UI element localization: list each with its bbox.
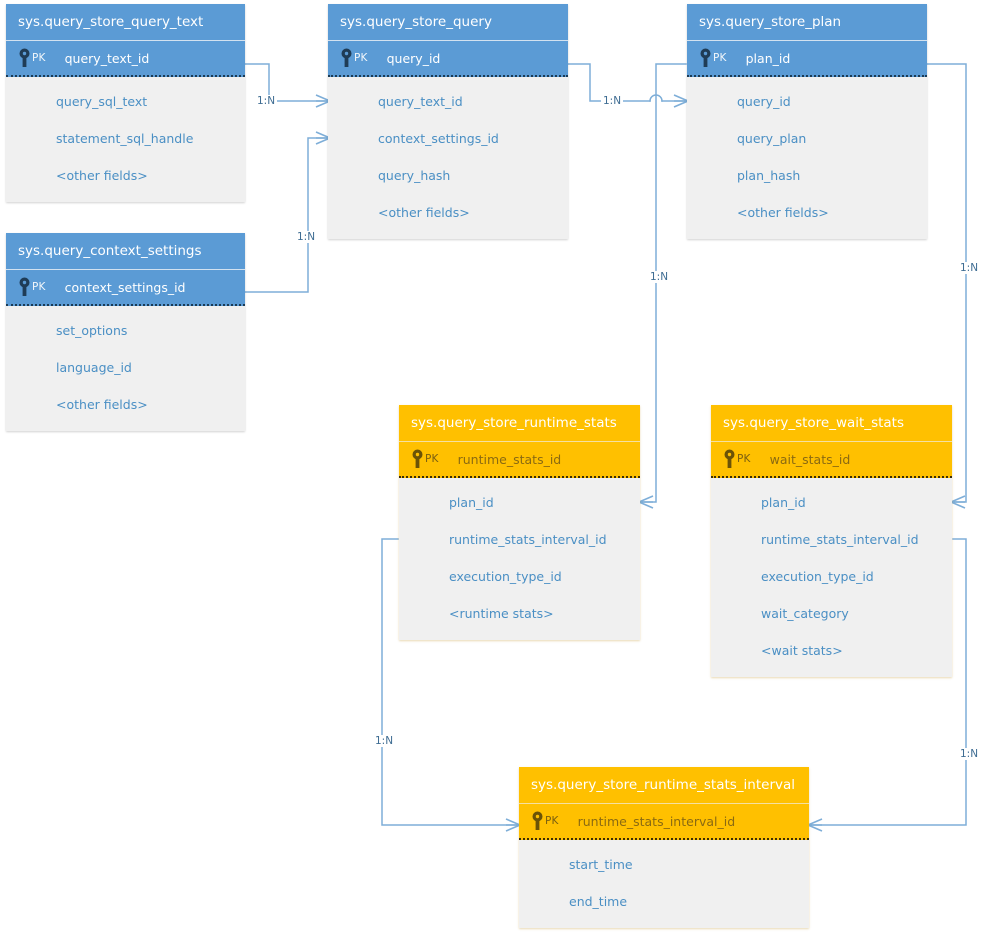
entity-title: sys.query_store_query_text (6, 4, 245, 41)
key-icon (338, 48, 354, 68)
connector-context-settings-to-query (244, 137, 329, 293)
entity-field[interactable]: plan_hash (737, 168, 801, 183)
entity-field[interactable]: statement_sql_handle (56, 131, 194, 146)
entity-field[interactable]: runtime_stats_interval_id (449, 532, 607, 547)
entity-primary-key-row[interactable]: PK plan_id (687, 41, 927, 77)
key-icon (529, 811, 545, 831)
entity-field-list: query_id query_plan plan_hash <other fie… (687, 77, 927, 239)
crowsfoot-interval-left (505, 818, 521, 832)
entity-field[interactable]: <other fields> (737, 205, 829, 220)
crowsfoot-query-id (673, 94, 689, 108)
entity-query-store-plan[interactable]: sys.query_store_plan PK plan_id query_id… (687, 4, 927, 239)
pk-field-name: runtime_stats_id (457, 451, 562, 467)
pk-field-name: plan_id (745, 50, 791, 66)
entity-field[interactable]: plan_id (449, 495, 494, 510)
key-icon (721, 449, 737, 469)
entity-field[interactable]: start_time (569, 857, 633, 872)
entity-field[interactable]: <wait stats> (761, 643, 843, 658)
entity-query-store-query[interactable]: sys.query_store_query PK query_id query_… (328, 4, 568, 239)
entity-field-list: plan_id runtime_stats_interval_id execut… (399, 478, 640, 640)
entity-field[interactable]: <runtime stats> (449, 606, 554, 621)
entity-field[interactable]: execution_type_id (449, 569, 562, 584)
entity-field-list: query_sql_text statement_sql_handle <oth… (6, 77, 245, 202)
entity-title: sys.query_store_wait_stats (711, 405, 952, 442)
entity-field[interactable]: context_settings_id (378, 131, 499, 146)
cardinality-label-rel3: 1:N (601, 95, 624, 107)
entity-primary-key-row[interactable]: PK query_id (328, 41, 568, 77)
entity-field[interactable]: <other fields> (56, 397, 148, 412)
entity-title: sys.query_store_runtime_stats (399, 405, 640, 442)
crowsfoot-interval-right (807, 818, 823, 832)
pk-field-name: query_id (386, 50, 441, 66)
entity-primary-key-row[interactable]: PK query_text_id (6, 41, 245, 77)
entity-field[interactable]: query_hash (378, 168, 451, 183)
entity-field[interactable]: language_id (56, 360, 132, 375)
pk-tag: PK (425, 453, 439, 465)
entity-primary-key-row[interactable]: PK wait_stats_id (711, 442, 952, 478)
cardinality-label-rel4: 1:N (648, 271, 671, 283)
entity-query-store-wait-stats[interactable]: sys.query_store_wait_stats PK wait_stats… (711, 405, 952, 677)
pk-field-name: runtime_stats_interval_id (577, 813, 736, 829)
pk-tag: PK (713, 52, 727, 64)
entity-field-list: query_text_id context_settings_id query_… (328, 77, 568, 239)
entity-field[interactable]: wait_category (761, 606, 849, 621)
entity-field-list: plan_id runtime_stats_interval_id execut… (711, 478, 952, 677)
cardinality-label-rel1: 1:N (255, 95, 278, 107)
entity-query-context-settings[interactable]: sys.query_context_settings PK context_se… (6, 233, 245, 431)
entity-field[interactable]: execution_type_id (761, 569, 874, 584)
entity-title: sys.query_context_settings (6, 233, 245, 270)
pk-tag: PK (32, 281, 46, 293)
key-icon (409, 449, 425, 469)
entity-field-list: set_options language_id <other fields> (6, 306, 245, 431)
connector-line-hop (649, 94, 663, 102)
entity-field[interactable]: query_plan (737, 131, 807, 146)
entity-primary-key-row[interactable]: PK context_settings_id (6, 270, 245, 306)
cardinality-label-rel6: 1:N (373, 735, 396, 747)
entity-query-store-runtime-stats-interval[interactable]: sys.query_store_runtime_stats_interval P… (519, 767, 809, 928)
entity-title: sys.query_store_plan (687, 4, 927, 41)
entity-query-store-runtime-stats[interactable]: sys.query_store_runtime_stats PK runtime… (399, 405, 640, 640)
cardinality-label-rel7: 1:N (958, 748, 981, 760)
entity-field[interactable]: plan_id (761, 495, 806, 510)
pk-tag: PK (32, 52, 46, 64)
pk-tag: PK (737, 453, 751, 465)
entity-field[interactable]: end_time (569, 894, 628, 909)
entity-field[interactable]: query_text_id (378, 94, 463, 109)
crowsfoot-wait-plan-id (950, 495, 966, 509)
key-icon (16, 48, 32, 68)
entity-field[interactable]: query_sql_text (56, 94, 148, 109)
pk-tag: PK (354, 52, 368, 64)
pk-field-name: wait_stats_id (769, 451, 851, 467)
entity-field-list: start_time end_time (519, 840, 809, 928)
pk-tag: PK (545, 815, 559, 827)
entity-field[interactable]: runtime_stats_interval_id (761, 532, 919, 547)
key-icon (697, 48, 713, 68)
connector-plan-to-runtime-stats (640, 63, 687, 503)
entity-title: sys.query_store_query (328, 4, 568, 41)
key-icon (16, 277, 32, 297)
pk-field-name: query_text_id (64, 50, 150, 66)
entity-primary-key-row[interactable]: PK runtime_stats_id (399, 442, 640, 478)
crowsfoot-runtime-plan-id (638, 495, 654, 509)
entity-primary-key-row[interactable]: PK runtime_stats_interval_id (519, 804, 809, 840)
cardinality-label-rel5: 1:N (958, 262, 981, 274)
pk-field-name: context_settings_id (64, 279, 186, 295)
entity-field[interactable]: set_options (56, 323, 128, 338)
entity-field[interactable]: <other fields> (378, 205, 470, 220)
entity-field[interactable]: <other fields> (56, 168, 148, 183)
entity-field[interactable]: query_id (737, 94, 791, 109)
cardinality-label-rel2: 1:N (295, 231, 318, 243)
entity-title: sys.query_store_runtime_stats_interval (519, 767, 809, 804)
entity-query-store-query-text[interactable]: sys.query_store_query_text PK query_text… (6, 4, 245, 202)
